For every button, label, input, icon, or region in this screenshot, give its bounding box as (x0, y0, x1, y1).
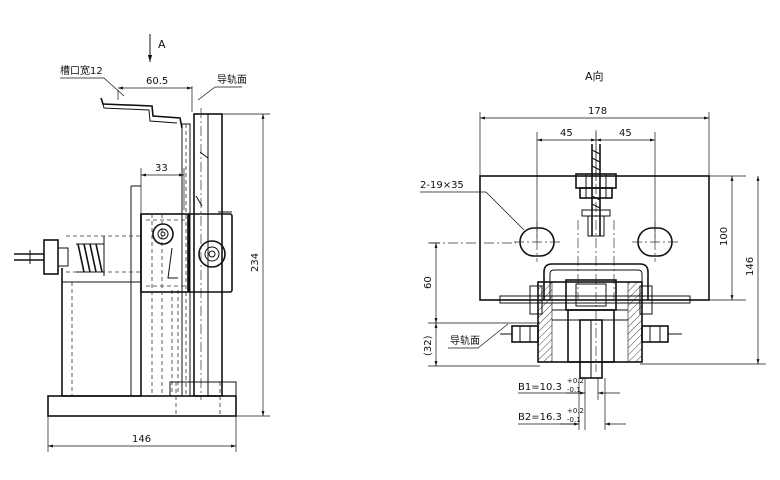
dim-146-left-label: 146 (132, 434, 151, 445)
cross-strip (499, 295, 691, 304)
dim-60: 60 (423, 242, 540, 324)
housing (61, 185, 142, 397)
view-arrow-label: A (158, 38, 166, 51)
fastener-right (187, 211, 233, 293)
slots-label: 2-19×35 (420, 180, 464, 191)
dim-60-5: 60.5 (117, 76, 193, 112)
dim-146-right: 146 (640, 176, 766, 365)
dim-146-left: 146 (47, 416, 237, 452)
mounting-plate (479, 175, 710, 301)
b2-upper: +0.2 (567, 407, 584, 415)
dim-234-label: 234 (250, 253, 261, 272)
b2-lower: -0.1 (567, 416, 581, 424)
roller-housing (537, 279, 643, 379)
dim-45-right-label: 45 (619, 128, 632, 139)
dim-32-label: (32) (423, 335, 434, 356)
top-bracket (100, 97, 183, 129)
side-view: A 槽口宽12 60.5 导轨面 (14, 34, 270, 452)
dim-32: (32) (423, 323, 540, 367)
view-arrow-a: A (147, 34, 166, 62)
dim-178-label: 178 (588, 106, 607, 117)
dim-45-left-label: 45 (560, 128, 573, 139)
dim-b2: B2=16.3 +0.2 -0.1 (518, 378, 626, 430)
b1-lower: -0.1 (567, 386, 581, 394)
dim-33-label: 33 (155, 163, 168, 174)
dim-178: 178 (479, 106, 710, 176)
b1-label: B1=10.3 (518, 382, 562, 393)
wedge-marks (167, 151, 209, 279)
dim-234: 234 (222, 113, 270, 417)
rail-face-label-left: 导轨面 (217, 73, 247, 86)
fastener-upper (152, 223, 174, 245)
rail-face-label-right: 导轨面 (450, 334, 480, 347)
dim-b1: B1=10.3 +0.2 -0.1 (518, 377, 620, 430)
b1-upper: +0.2 (567, 377, 584, 385)
rail-face-callout-right: 导轨面 (448, 323, 509, 349)
slot-right (632, 222, 678, 262)
dim-33: 33 (140, 163, 185, 214)
slot-left (514, 222, 560, 262)
side-bolts (500, 285, 682, 343)
view-a: A向 178 45 45 (420, 69, 766, 430)
adjusting-stud (575, 130, 617, 372)
slots-callout: 2-19×35 (420, 180, 525, 231)
view-title: A向 (585, 69, 604, 83)
slot-width-callout: 槽口宽12 (60, 64, 125, 97)
dim-100: 100 (709, 175, 746, 301)
slot-width-label: 槽口宽12 (60, 64, 103, 77)
dim-100-label: 100 (719, 227, 730, 246)
u-bracket (543, 263, 649, 300)
base-plate (47, 381, 237, 417)
spring-assembly (14, 235, 141, 276)
dim-60-label: 60 (423, 276, 434, 289)
dim-146-right-label: 146 (745, 257, 756, 276)
b2-label: B2=16.3 (518, 412, 562, 423)
dim-60-5-label: 60.5 (146, 76, 168, 87)
guide-rail (189, 108, 223, 400)
centerlines (430, 220, 615, 300)
rail-face-callout-left: 导轨面 (197, 73, 247, 101)
